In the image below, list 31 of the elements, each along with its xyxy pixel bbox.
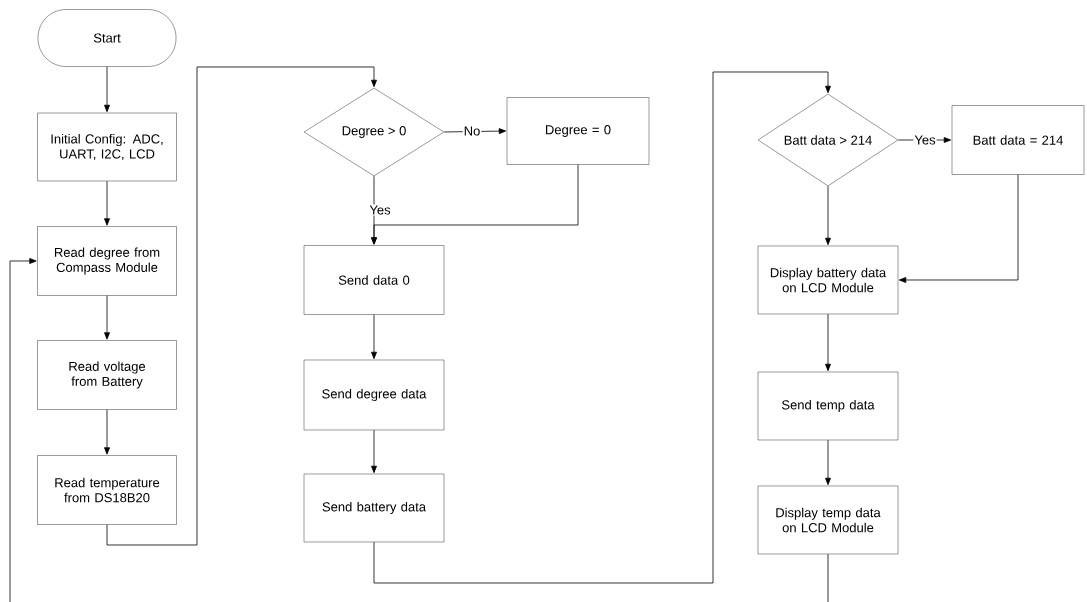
arrow [825, 185, 831, 246]
arrow [373, 71, 831, 584]
edge-label: Yes [368, 204, 392, 216]
arrow [104, 409, 110, 455]
process-box: Send data 0 [303, 245, 445, 315]
process-box: Send temp data [757, 371, 899, 441]
arrow [104, 66, 110, 113]
process-box: Read degree from Compass Module [37, 226, 177, 296]
process-box: Read voltage from Battery [37, 340, 177, 410]
arrow [371, 314, 377, 360]
arrow [106, 66, 377, 546]
process-box: Batt data = 214 [951, 105, 1085, 175]
process-box: Degree = 0 [506, 97, 650, 165]
start-terminal: Start [37, 9, 177, 67]
process-box: Display battery data on LCD Module [757, 245, 899, 315]
process-box: Initial Config: ADC, UART, I2C, LCD [37, 112, 177, 182]
edge-label: No [462, 125, 482, 137]
arrow [104, 180, 110, 226]
process-box: Send battery data [303, 473, 445, 543]
arrow [9, 258, 37, 602]
edge-label: Yes [913, 134, 937, 146]
process-box: Send degree data [303, 359, 445, 431]
arrow [825, 439, 831, 486]
arrow [898, 174, 1019, 283]
arrow [371, 164, 579, 245]
process-box: Display temp data on LCD Module [757, 485, 899, 555]
process-box: Read temperature from DS18B20 [37, 455, 177, 525]
arrow [825, 313, 831, 372]
arrow [443, 128, 507, 135]
arrow [104, 295, 110, 340]
arrow [371, 429, 377, 474]
